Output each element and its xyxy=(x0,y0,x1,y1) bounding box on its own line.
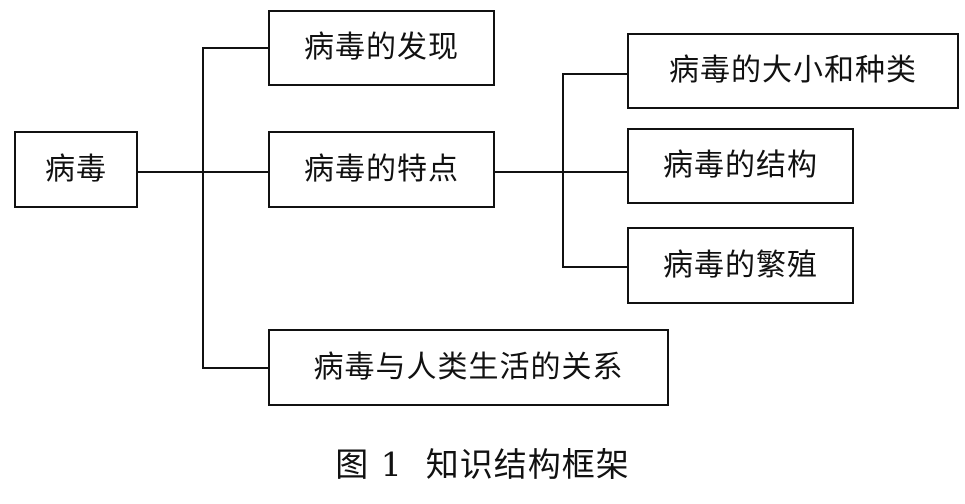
root-to-trunk-connector xyxy=(138,171,204,173)
subtrunk-to-size-types-connector xyxy=(562,73,628,75)
features-vertical-subtrunk xyxy=(562,73,564,268)
root-node-virus: 病毒 xyxy=(14,131,138,208)
branch-node-virus-discovery: 病毒的发现 xyxy=(268,10,495,86)
figure-caption: 图 1 知识结构框架 xyxy=(335,445,630,484)
feature-node-size-and-types: 病毒的大小和种类 xyxy=(627,33,959,109)
subtrunk-to-structure-connector xyxy=(562,171,628,173)
trunk-to-relationship-connector xyxy=(202,367,270,369)
branch-node-virus-human-relationship: 病毒与人类生活的关系 xyxy=(268,329,669,406)
feature-node-reproduction: 病毒的繁殖 xyxy=(627,227,854,304)
feature-node-structure: 病毒的结构 xyxy=(627,128,854,204)
subtrunk-to-reproduction-connector xyxy=(562,266,628,268)
trunk-to-discovery-connector xyxy=(202,47,270,49)
features-to-subtrunk-connector xyxy=(493,171,564,173)
main-vertical-trunk xyxy=(202,47,204,369)
branch-node-virus-features: 病毒的特点 xyxy=(268,131,495,208)
trunk-to-features-connector xyxy=(202,171,270,173)
